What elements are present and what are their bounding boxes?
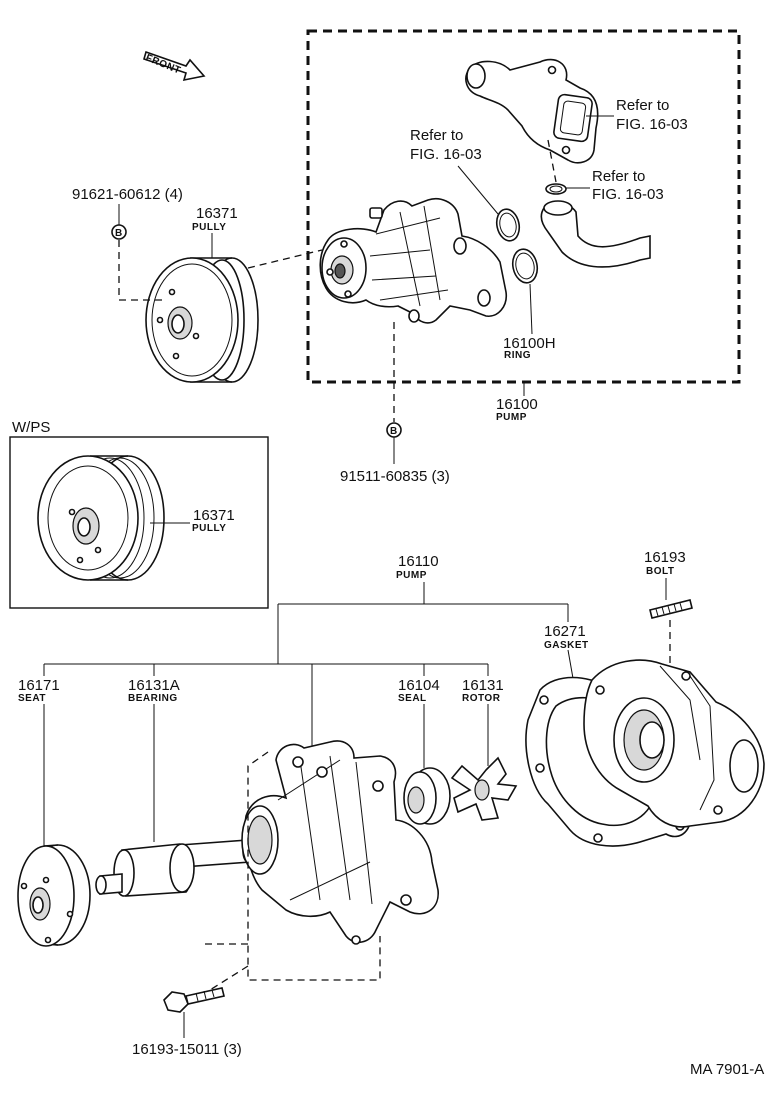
svg-text:Refer to: Refer to (410, 127, 463, 144)
bearing-name: BEARING (128, 693, 178, 704)
rotor-number: 16131 (462, 677, 504, 694)
bolt-stud-name: BOLT (646, 566, 674, 577)
bolt-bottom-number: 16193-15011 (3) (132, 1041, 242, 1058)
svg-text:FIG. 16-03: FIG. 16-03 (592, 186, 664, 203)
bolt-top-marker: B (111, 224, 127, 240)
pully-top-number: 16371 (196, 205, 238, 222)
gasket-name: GASKET (544, 640, 589, 651)
svg-text:B: B (390, 426, 397, 437)
bolt-bottom-drawing (163, 987, 225, 1013)
seal-name: SEAL (398, 693, 427, 704)
pump-assembly-name: PUMP (496, 412, 527, 423)
seal-number: 16104 (398, 677, 440, 694)
pully-top-name: PULLY (192, 222, 226, 233)
bearing-number: 16131A (128, 677, 180, 694)
diagram-code: MA 7901-A (690, 1061, 764, 1078)
ring-16100h (511, 248, 539, 284)
water-inlet-pipe (540, 200, 651, 268)
svg-text:Refer to: Refer to (616, 97, 669, 114)
pump-housing-drawing (583, 659, 765, 828)
pully-wps-number: 16371 (193, 507, 235, 524)
seal-drawing (403, 767, 451, 825)
refer-note-mid-left: Refer to FIG. 16-03 (410, 127, 499, 215)
bolt-mid-number: 91511-60835 (3) (340, 468, 450, 485)
bolt-mid-marker: B (386, 422, 402, 438)
pump-sub-bracket (43, 582, 569, 752)
bearing-drawing (95, 839, 254, 897)
pump-assembly-number: 16100 (496, 396, 538, 413)
pump-body-drawing (241, 740, 439, 945)
outlet-oring (545, 183, 567, 195)
water-outlet-housing (465, 58, 599, 164)
ring-name: RING (504, 350, 531, 361)
svg-text:FIG. 16-03: FIG. 16-03 (616, 116, 688, 133)
gasket-number: 16271 (544, 623, 586, 640)
wps-label: W/PS (12, 419, 50, 436)
pully-top-drawing (145, 257, 259, 383)
pully-wps-drawing (37, 455, 165, 581)
wps-box (9, 436, 269, 609)
refer-note-mid-right: Refer to FIG. 16-03 (566, 168, 664, 203)
front-label: FRONT (144, 53, 182, 77)
pully-wps-name: PULLY (192, 523, 226, 534)
ring-number: 16100H (503, 335, 556, 352)
water-pump-assembly-drawing (319, 198, 508, 324)
bolt-stud-number: 16193 (644, 549, 686, 566)
rotor-drawing (450, 756, 518, 821)
pump-sub-name: PUMP (396, 570, 427, 581)
front-direction-arrow: FRONT (143, 50, 206, 82)
seat-drawing (17, 844, 91, 947)
rotor-name: ROTOR (462, 693, 501, 704)
svg-text:Refer to: Refer to (592, 168, 645, 185)
stud-bolt-drawing (649, 599, 693, 619)
refer-note-top-right: Refer to FIG. 16-03 (586, 97, 688, 133)
seat-name: SEAT (18, 693, 46, 704)
pump-sub-number: 16110 (398, 553, 439, 570)
pully-to-pump-dashed (247, 249, 323, 269)
seat-number: 16171 (18, 677, 60, 694)
svg-text:B: B (115, 228, 122, 239)
svg-text:FIG. 16-03: FIG. 16-03 (410, 146, 482, 163)
pump-body-dashed-guides (200, 751, 381, 991)
oring-upper (495, 208, 521, 242)
bolt-top-number: 91621-60612 (4) (72, 186, 183, 203)
